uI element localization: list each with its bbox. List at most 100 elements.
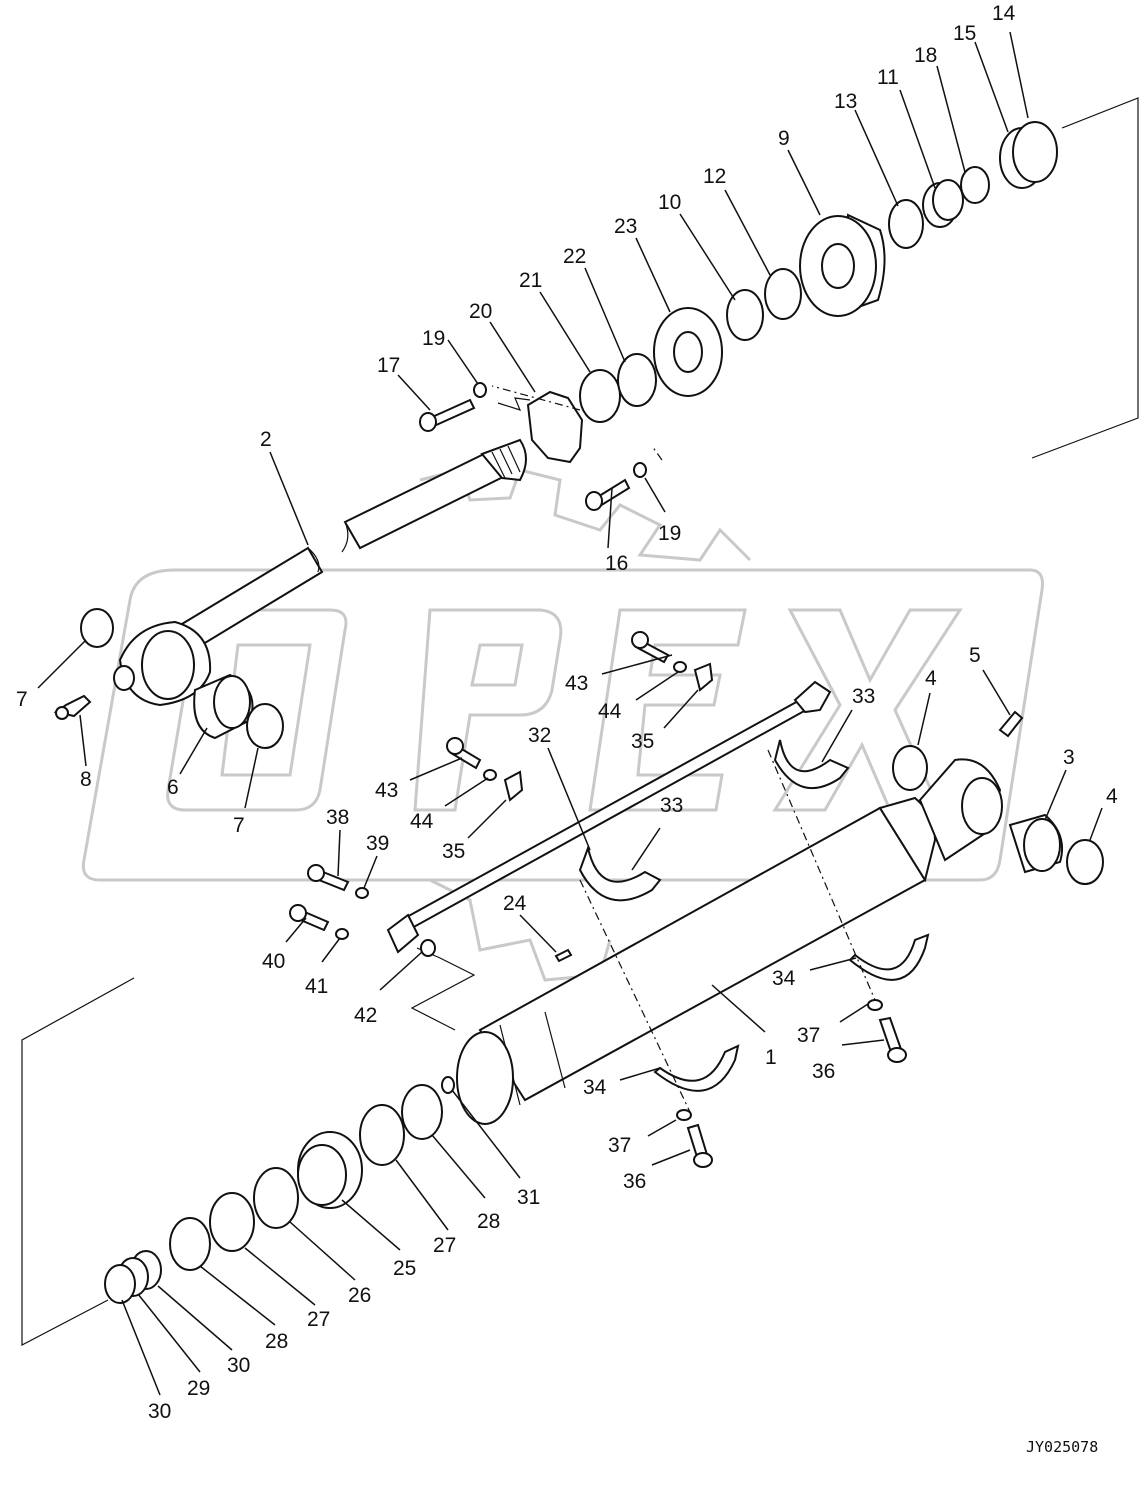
piston-25	[297, 1131, 363, 1209]
part-label-17: 17	[377, 354, 400, 377]
dust-seal-4-left	[892, 745, 928, 791]
part-label-13: 13	[834, 90, 857, 113]
part-label-41: 41	[305, 975, 328, 998]
dust-seal-7-right	[246, 703, 284, 749]
part-label-33-lower: 33	[660, 794, 683, 817]
part-label-22: 22	[563, 245, 586, 268]
snap-ring-18	[960, 166, 990, 204]
part-label-39: 39	[366, 832, 389, 855]
clamp-33-lower	[578, 844, 662, 902]
bolt-38	[307, 864, 350, 892]
bracket-35-lower	[503, 770, 524, 802]
bushing-3	[1008, 813, 1064, 874]
part-label-8: 8	[80, 768, 92, 791]
part-label-28-lower: 28	[265, 1330, 288, 1353]
part-label-12: 12	[703, 165, 726, 188]
ring-28-lower	[169, 1217, 211, 1271]
part-label-29: 29	[187, 1377, 210, 1400]
part-label-24: 24	[503, 892, 527, 915]
part-label-14: 14	[992, 2, 1016, 25]
bolt-36-right	[878, 1016, 907, 1063]
bolt-36-left	[686, 1123, 713, 1168]
washer-41	[335, 928, 349, 940]
retainer-23	[653, 307, 723, 397]
ring-30-left	[104, 1264, 136, 1304]
cylinder-head-9	[799, 213, 886, 317]
ring-22	[617, 353, 657, 407]
part-label-44-lower: 44	[410, 810, 434, 833]
part-label-10: 10	[658, 191, 681, 214]
part-label-18: 18	[914, 44, 937, 67]
ring-10	[726, 289, 764, 341]
part-label-21: 21	[519, 269, 542, 292]
part-label-4-upper: 4	[925, 667, 937, 690]
part-label-42: 42	[354, 1004, 377, 1027]
dust-seal-4-right	[1066, 839, 1104, 885]
part-label-34-right: 34	[772, 967, 796, 990]
bolt-16	[585, 478, 631, 511]
bushing-11	[922, 179, 964, 228]
ring-12	[764, 268, 802, 320]
part-label-30-right: 30	[227, 1354, 250, 1377]
part-label-33-upper: 33	[852, 685, 875, 708]
bolt-43-upper	[631, 631, 670, 664]
part-label-11: 11	[877, 66, 899, 89]
ring-27-lower	[209, 1192, 255, 1252]
plug-31	[441, 1076, 455, 1094]
ring-28-upper	[401, 1084, 443, 1140]
washer-37-right	[867, 999, 883, 1011]
grease-fitting-5	[998, 710, 1024, 738]
part-label-19-upper: 19	[422, 327, 445, 350]
grease-fitting-8	[53, 694, 92, 720]
part-label-19-lower: 19	[658, 522, 681, 545]
part-label-43-lower: 43	[375, 779, 398, 802]
rod-end-eye	[113, 620, 212, 707]
cylinder-tube-1	[456, 796, 937, 1125]
bracket-35-upper	[693, 662, 714, 692]
washer-37-left	[676, 1109, 692, 1121]
o-ring-42	[420, 939, 436, 957]
part-label-16: 16	[605, 552, 628, 575]
part-label-7-right: 7	[233, 814, 245, 837]
part-label-26: 26	[348, 1284, 371, 1307]
part-label-28-upper: 28	[477, 1210, 500, 1233]
tube-bottom-eye-3	[918, 758, 1003, 862]
drawing-code: JY025078	[1026, 1438, 1098, 1456]
part-label-35-lower: 35	[442, 840, 465, 863]
part-label-15: 15	[953, 22, 976, 45]
seal-15-14	[999, 121, 1058, 189]
part-label-36-left: 36	[623, 1170, 646, 1193]
part-label-27-upper: 27	[433, 1234, 456, 1257]
part-label-1: 1	[765, 1046, 777, 1069]
washer-44-lower	[483, 769, 497, 781]
dust-seal-7-left	[80, 608, 114, 648]
part-label-32: 32	[528, 724, 551, 747]
part-label-34-left: 34	[583, 1076, 607, 1099]
bolt-40	[289, 904, 330, 932]
part-labels: 14 15 18 11 13 9 12 10 23 22 21 20 19 17…	[16, 2, 1118, 1456]
washer-44-upper	[673, 661, 687, 673]
part-label-3: 3	[1063, 746, 1075, 769]
part-label-36-right: 36	[812, 1060, 835, 1083]
part-label-5: 5	[969, 644, 981, 667]
washer-39	[355, 887, 369, 899]
part-label-20: 20	[469, 300, 492, 323]
part-label-6: 6	[167, 776, 179, 799]
bushing-6	[193, 673, 254, 740]
part-label-43-upper: 43	[565, 672, 588, 695]
clamp-33-upper	[773, 739, 850, 790]
part-label-35-upper: 35	[631, 730, 654, 753]
part-label-27-lower: 27	[307, 1308, 330, 1331]
part-label-44-upper: 44	[598, 700, 622, 723]
part-label-23: 23	[614, 215, 637, 238]
washer-19-upper	[473, 382, 487, 398]
clamp-34-left	[653, 1044, 740, 1092]
part-label-9: 9	[778, 127, 790, 150]
part-label-37-right: 37	[797, 1024, 820, 1047]
ring-21	[579, 369, 621, 423]
part-label-31: 31	[517, 1186, 540, 1209]
part-label-25: 25	[393, 1257, 416, 1280]
part-label-40: 40	[262, 950, 285, 973]
